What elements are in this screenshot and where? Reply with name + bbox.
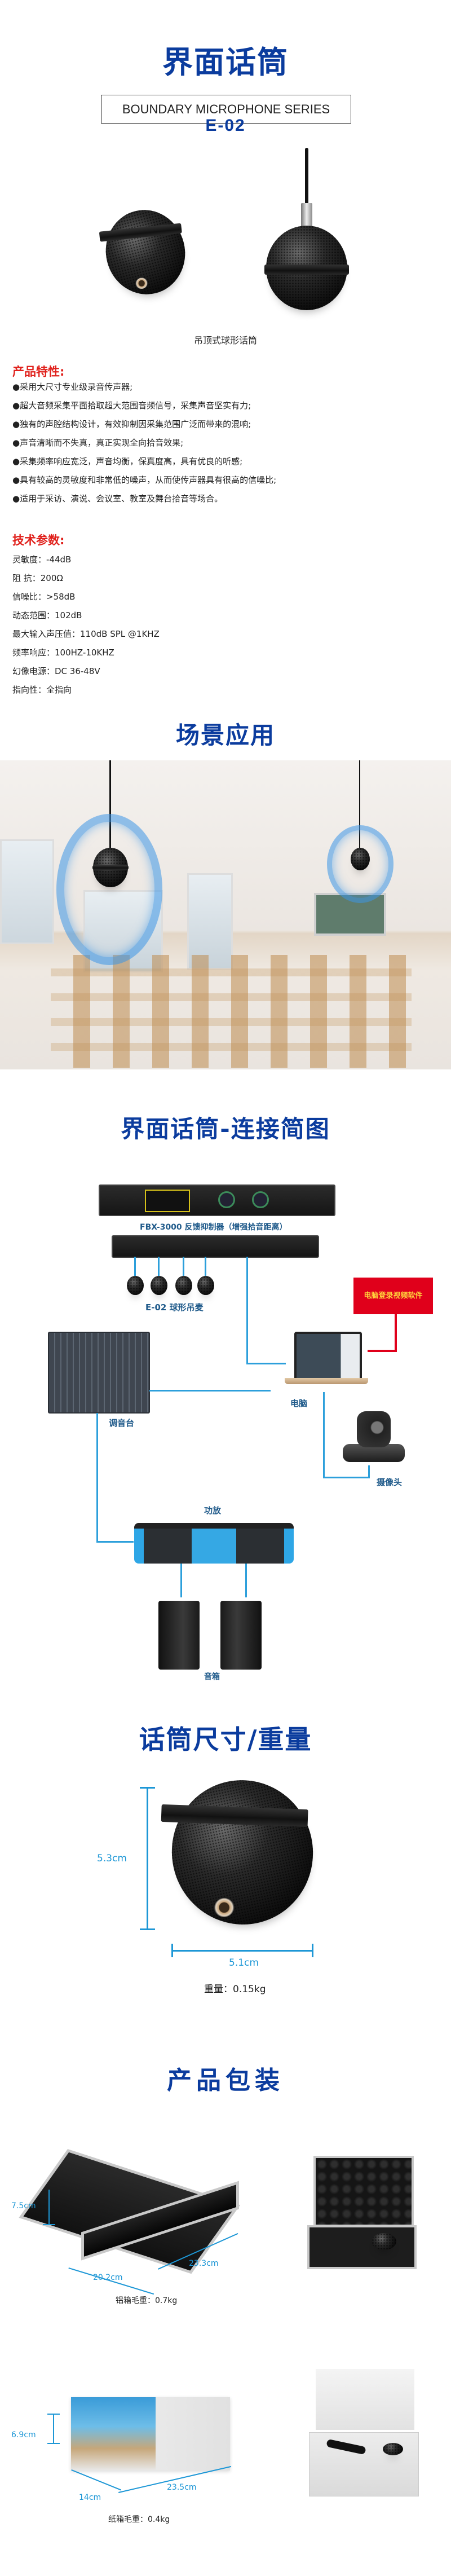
- diagram-mic: [151, 1276, 167, 1295]
- open-case-lid: [313, 2156, 414, 2227]
- feature-item: ●声音清晰而不失真，真正实现全向拾音效果;: [12, 438, 184, 448]
- classroom-scene-image: [0, 760, 451, 1069]
- case-height-label: 7.5cm: [11, 2201, 36, 2210]
- case-weight-label: 铝箱毛重：0.7kg: [116, 2296, 178, 2305]
- packaging-title: 产品包装: [167, 2066, 284, 2095]
- computer-label: 电脑: [290, 1398, 308, 1408]
- sound-wave-icon: [327, 825, 393, 903]
- feature-item: ●具有较高的灵敏度和非常低的噪声，从而使传声器具有很高的信噪比;: [12, 475, 277, 485]
- connection-title: 界面话筒-连接简图: [121, 1115, 330, 1143]
- speakers-label: 音箱: [204, 1672, 220, 1681]
- spec-item: 信噪比：>58dB: [12, 592, 76, 602]
- amplifier-image: [134, 1523, 294, 1564]
- width-label: 5.1cm: [229, 1957, 259, 1969]
- height-label: 5.3cm: [97, 1853, 127, 1864]
- microphone-dimension-image: [158, 1767, 326, 1938]
- specs-heading: 技术参数:: [12, 534, 65, 547]
- fbx-front-panel-image: [99, 1184, 335, 1216]
- open-box-image: [309, 2432, 419, 2496]
- feature-item: ●独有的声腔结构设计，有效抑制因采集范围广泛而带来的混响;: [12, 419, 251, 429]
- box-label: [71, 2397, 156, 2471]
- box-length-label: 23.5cm: [167, 2483, 197, 2492]
- box-width-label: 14cm: [79, 2493, 101, 2502]
- spec-item: 动态范围：102dB: [12, 610, 82, 620]
- amplifier-label: 功放: [204, 1505, 222, 1516]
- diagram-mic: [175, 1276, 192, 1295]
- specs-list: 灵敏度：-44dB 阻 抗：200Ω 信噪比：>58dB 动态范围：102dB …: [12, 554, 160, 703]
- sound-wave-icon: [56, 814, 162, 965]
- box-mic: [383, 2443, 403, 2455]
- camera-image: [357, 1411, 391, 1447]
- fbx-rear-panel-image: [112, 1235, 319, 1258]
- product-caption: 吊顶式球形话筒: [193, 335, 257, 346]
- diagram-mic: [127, 1276, 144, 1295]
- microphone-cable: [305, 148, 308, 204]
- speaker-image-right: [220, 1601, 262, 1670]
- processor-label: FBX-3000 反馈抑制器（增强拾音距离）: [140, 1223, 288, 1232]
- diagram-mic: [197, 1276, 214, 1295]
- width-dimension-line: [172, 1950, 313, 1952]
- display-screen: [145, 1190, 190, 1212]
- case-length-label: 23.3cm: [189, 2259, 219, 2268]
- window: [0, 839, 54, 944]
- feature-item: ●采用大尺寸专业级录音传声器;: [12, 382, 133, 392]
- microphone-image-right: [264, 226, 349, 310]
- feature-item: ●采集频率响应宽泛，声音均衡，保真度高，具有优良的听感;: [12, 456, 243, 466]
- features-list: ●采用大尺寸专业级录音传声器; ●超大音频采集平面拾取超大范围音频信号，采集声音…: [12, 381, 276, 512]
- box-weight-label: 纸箱毛重：0.4kg: [108, 2515, 170, 2524]
- box-cable: [326, 2438, 366, 2455]
- xlr-connector: [301, 203, 312, 227]
- feature-item: ●超大音频采集平面拾取超大范围音频信号，采集声音坚实有力;: [12, 400, 251, 411]
- laptop-base: [285, 1378, 368, 1384]
- page-title: 界面话筒: [162, 45, 289, 80]
- hanging-microphone: [351, 848, 370, 870]
- camera-label: 摄像头: [377, 1477, 403, 1487]
- open-case-image: [307, 2225, 417, 2269]
- case-mic: [372, 2233, 396, 2250]
- spec-item: 幻像电源：DC 36-48V: [12, 666, 100, 676]
- knob: [218, 1191, 235, 1208]
- hanging-microphone: [92, 848, 129, 887]
- spec-item: 阻 抗：200Ω: [12, 573, 63, 583]
- scene-title: 场景应用: [175, 721, 275, 749]
- software-box: 电脑登录视频软件: [353, 1278, 433, 1314]
- spec-item: 频率响应：100HZ-10KHZ: [12, 648, 114, 658]
- open-box-lid: [316, 2369, 414, 2430]
- desks-and-chairs: [51, 955, 412, 1068]
- series-box: BOUNDARY MICROPHONE SERIES: [101, 95, 351, 124]
- paper-box-image: [71, 2397, 230, 2471]
- box-height-label: 6.9cm: [11, 2430, 36, 2440]
- microphone-image-left: [96, 201, 194, 303]
- model-number: E-02: [205, 116, 246, 135]
- case-width-label: 20.2cm: [93, 2273, 123, 2282]
- knob: [252, 1191, 269, 1208]
- height-dimension-line: [147, 1787, 148, 1930]
- mics-label: E-02 球形吊麦: [145, 1302, 204, 1313]
- weight-label: 重量：0.15kg: [204, 1984, 266, 1995]
- hanging-cable: [109, 760, 111, 856]
- feature-item: ●适用于采访、演说、会议室、教室及舞台拾音等场合。: [12, 494, 223, 504]
- dimensions-title: 话筒尺寸/重量: [139, 1724, 312, 1755]
- spec-item: 灵敏度：-44dB: [12, 554, 72, 565]
- mixer-image: [48, 1332, 150, 1414]
- speaker-image-left: [158, 1601, 200, 1670]
- laptop-screen: [294, 1332, 362, 1380]
- spec-item: 指向性：全指向: [12, 685, 72, 695]
- hanging-cable: [359, 760, 360, 853]
- features-heading: 产品特性:: [12, 365, 65, 378]
- mixer-label: 调音台: [109, 1418, 135, 1428]
- spec-item: 最大输入声压值：110dB SPL @1KHZ: [12, 629, 160, 639]
